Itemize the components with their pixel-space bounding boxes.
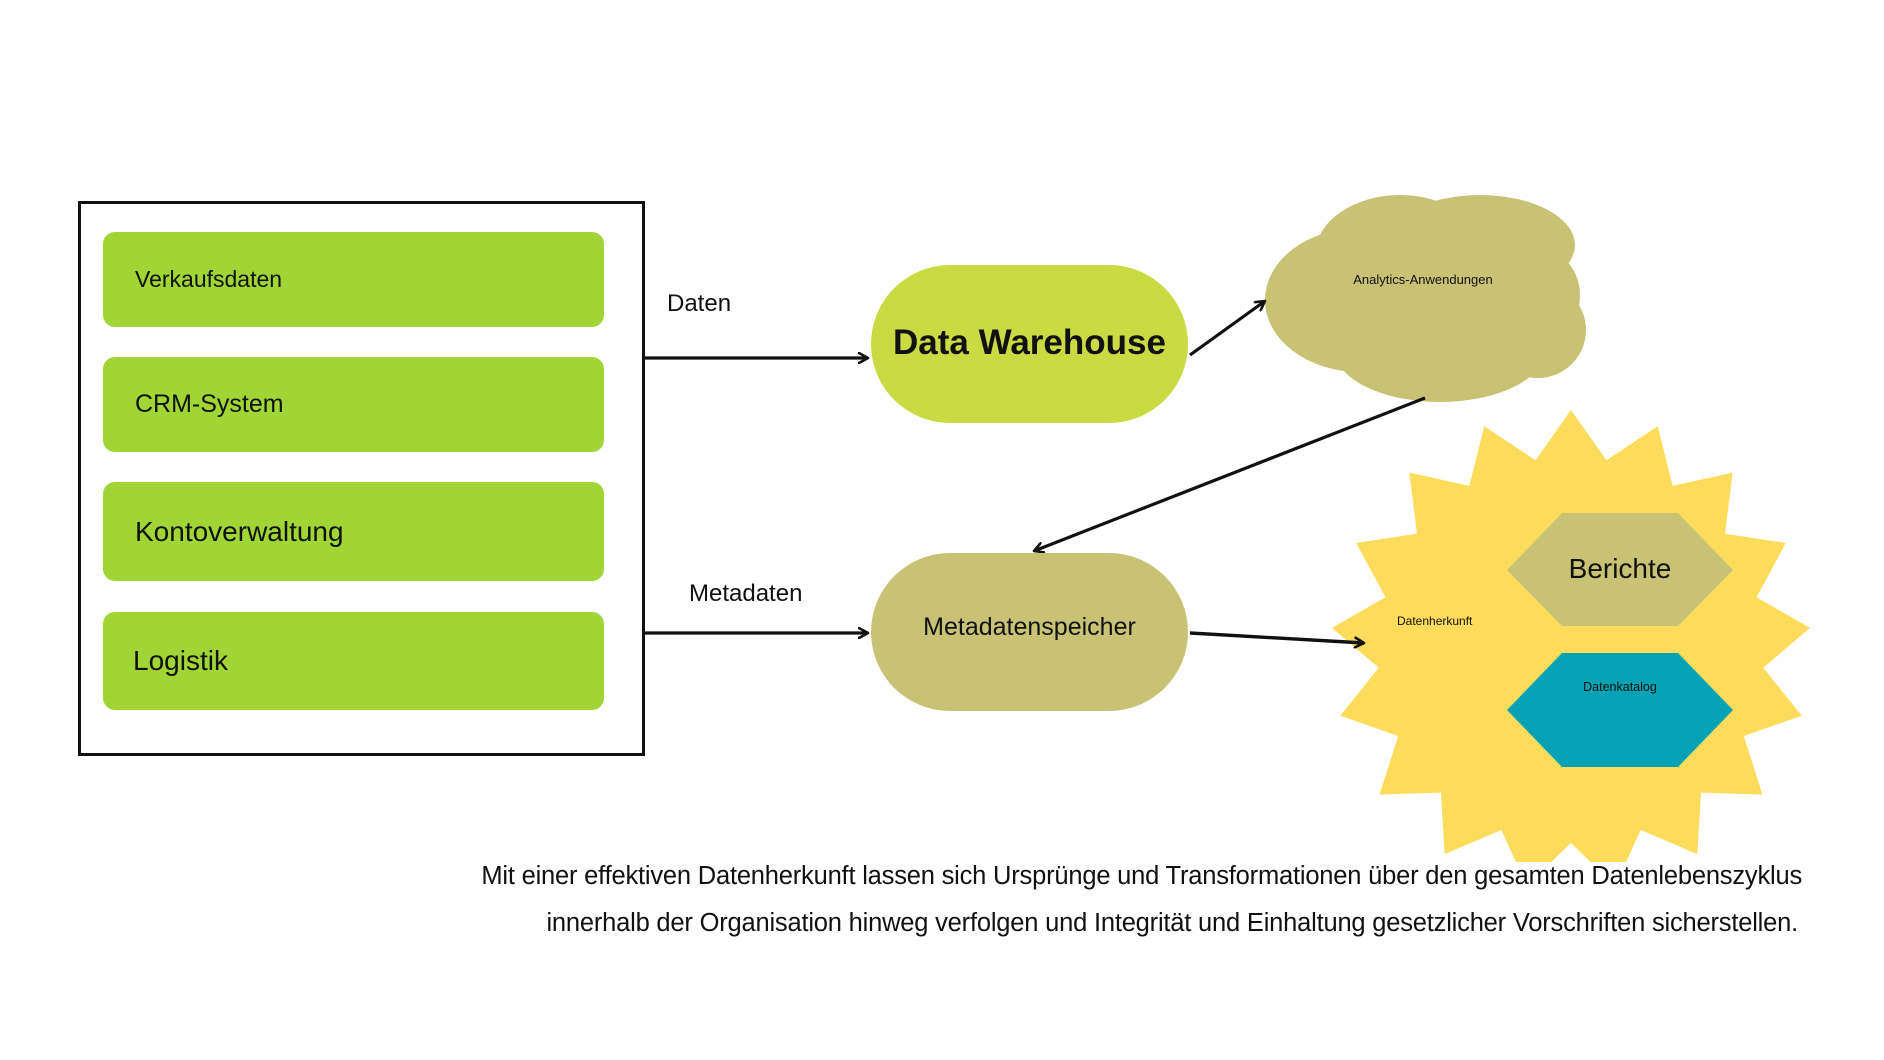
catalog-label: Datenkatalog [1583, 680, 1657, 694]
reports-label: Berichte [1568, 553, 1672, 584]
warehouse-to-analytics-arrow [1189, 301, 1265, 357]
metadata-to-lineage-arrow [1189, 631, 1364, 643]
data-warehouse-label: Data Warehouse [893, 323, 1166, 362]
source-item-label: Kontoverwaltung [135, 515, 344, 547]
metadata-store-node[interactable]: Metadatenspeicher [871, 553, 1188, 711]
source-item-crm[interactable]: CRM-System [103, 357, 604, 452]
metadata-store-label: Metadatenspeicher [923, 612, 1136, 641]
data-warehouse-node[interactable]: Data Warehouse [871, 265, 1188, 423]
analytics-label: Analytics-Anwendungen [1353, 272, 1493, 287]
lineage-label: Datenherkunft [1397, 614, 1473, 628]
source-item-accounts[interactable]: Kontoverwaltung [103, 482, 604, 581]
caption-line-1: Mit einer effektiven Datenherkunft lasse… [481, 862, 1802, 891]
metadata-flow-label: Metadaten [689, 580, 803, 607]
analytics-cloud[interactable] [1265, 195, 1586, 402]
reports-hexagon[interactable] [1507, 513, 1733, 626]
source-item-label: Verkaufsdaten [135, 266, 283, 292]
source-item-label: Logistik [133, 645, 228, 676]
source-item-logistics[interactable]: Logistik [103, 612, 604, 710]
source-item-sales[interactable]: Verkaufsdaten [103, 232, 604, 327]
lineage-starburst[interactable] [1332, 410, 1810, 886]
source-item-label: CRM-System [135, 390, 284, 418]
data-flow-label: Daten [667, 290, 732, 317]
analytics-to-metadata-arrow [1034, 396, 1426, 551]
caption-line-2: innerhalb der Organisation hinweg verfol… [546, 909, 1798, 938]
catalog-hexagon[interactable] [1507, 653, 1733, 767]
